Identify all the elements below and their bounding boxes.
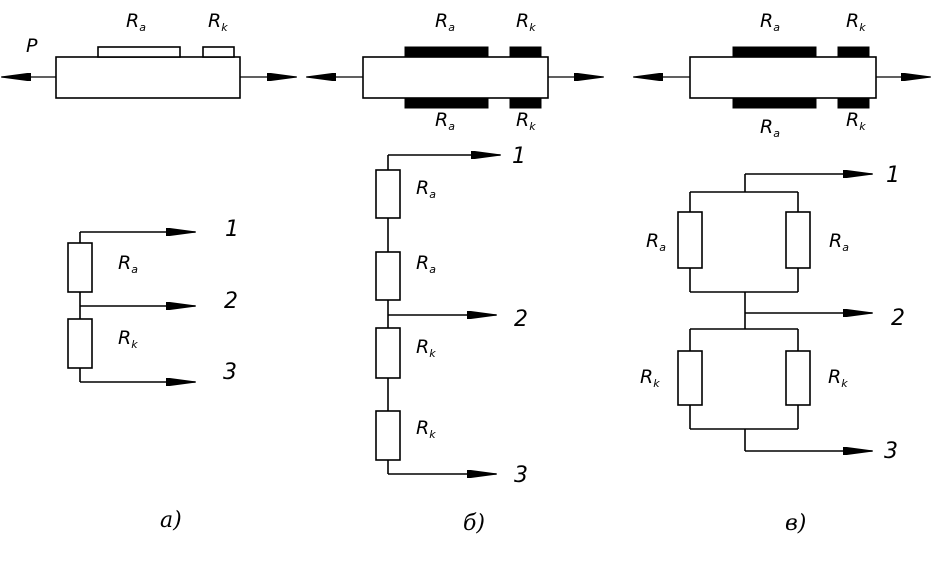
gauge-ra-top-b <box>404 46 489 57</box>
label-ra-right-c: Ra <box>829 230 849 254</box>
label-ra-top-b: Ra <box>435 10 455 34</box>
gauge-ra-bottom-b <box>404 98 489 109</box>
gauge-rk-bottom-b <box>509 98 542 109</box>
output-label-1-a: 1 <box>225 217 239 242</box>
caption-a: а) <box>160 508 182 533</box>
resistor-rk-left-c <box>677 350 703 406</box>
output-label-3-b: 3 <box>514 463 528 488</box>
caption-b: б) <box>463 511 485 536</box>
output-label-1-b: 1 <box>512 144 526 169</box>
resistor-rk2-b <box>375 410 401 461</box>
output-label-1-c: 1 <box>886 163 900 188</box>
label-ra2-b: Ra <box>416 252 436 276</box>
resistor-rk-a <box>67 318 93 369</box>
beam-b <box>362 56 549 99</box>
label-ra-top-a: Ra <box>126 10 146 34</box>
output-label-3-a: 3 <box>223 360 237 385</box>
label-ra-top-c: Ra <box>760 10 780 34</box>
output-label-2-a: 2 <box>224 289 238 314</box>
label-rk-bottom-b: Rk <box>516 109 536 133</box>
resistor-rk1-b <box>375 327 401 379</box>
gauge-ra-a <box>97 46 181 58</box>
label-rk-left-c: Rk <box>640 366 660 390</box>
label-ra-a: Ra <box>118 252 138 276</box>
resistor-ra-a <box>67 242 93 293</box>
output-label-3-c: 3 <box>884 439 898 464</box>
output-label-2-b: 2 <box>514 307 528 332</box>
output-label-2-c: 2 <box>891 306 905 331</box>
label-rk-top-a: Rk <box>208 10 228 34</box>
label-ra-bottom-b: Ra <box>435 109 455 133</box>
resistor-rk-right-c <box>785 350 811 406</box>
beam-c <box>689 56 877 99</box>
caption-c: в) <box>785 511 806 536</box>
gauge-ra-top-c <box>732 46 817 57</box>
label-rk2-b: Rk <box>416 417 436 441</box>
label-rk1-b: Rk <box>416 336 436 360</box>
beam-a <box>55 56 241 99</box>
variant-a-circuit: Ra Rk 1 2 3 <box>67 217 239 385</box>
gauge-ra-bottom-c <box>732 98 817 109</box>
gauge-rk-top-c <box>837 46 870 57</box>
label-rk-right-c: Rk <box>828 366 848 390</box>
variant-b-beam: Ra Rk Ra Rk <box>307 10 603 133</box>
label-rk-bottom-c: Rk <box>846 109 866 133</box>
resistor-ra-right-c <box>785 211 811 269</box>
variant-a-beam: P Ra Rk <box>2 10 296 99</box>
gauge-rk-bottom-c <box>837 98 870 109</box>
label-ra-bottom-c: Ra <box>760 116 780 140</box>
gauge-rk-a <box>202 46 235 58</box>
label-ra-left-c: Ra <box>646 230 666 254</box>
label-rk-top-c: Rk <box>846 10 866 34</box>
label-rk-top-b: Rk <box>516 10 536 34</box>
force-label: P <box>26 35 38 57</box>
label-rk-a: Rk <box>118 327 138 351</box>
resistor-ra1-b <box>375 169 401 219</box>
variant-c-beam: Ra Rk Ra Rk <box>634 10 930 140</box>
variant-c-circuit: Ra Ra Rk Rk 1 2 3 <box>640 163 905 464</box>
label-ra1-b: Ra <box>416 177 436 201</box>
resistor-ra-left-c <box>677 211 703 269</box>
variant-b-circuit: Ra Ra Rk Rk 1 2 3 <box>375 144 528 488</box>
gauge-rk-top-b <box>509 46 542 57</box>
resistor-ra2-b <box>375 251 401 301</box>
